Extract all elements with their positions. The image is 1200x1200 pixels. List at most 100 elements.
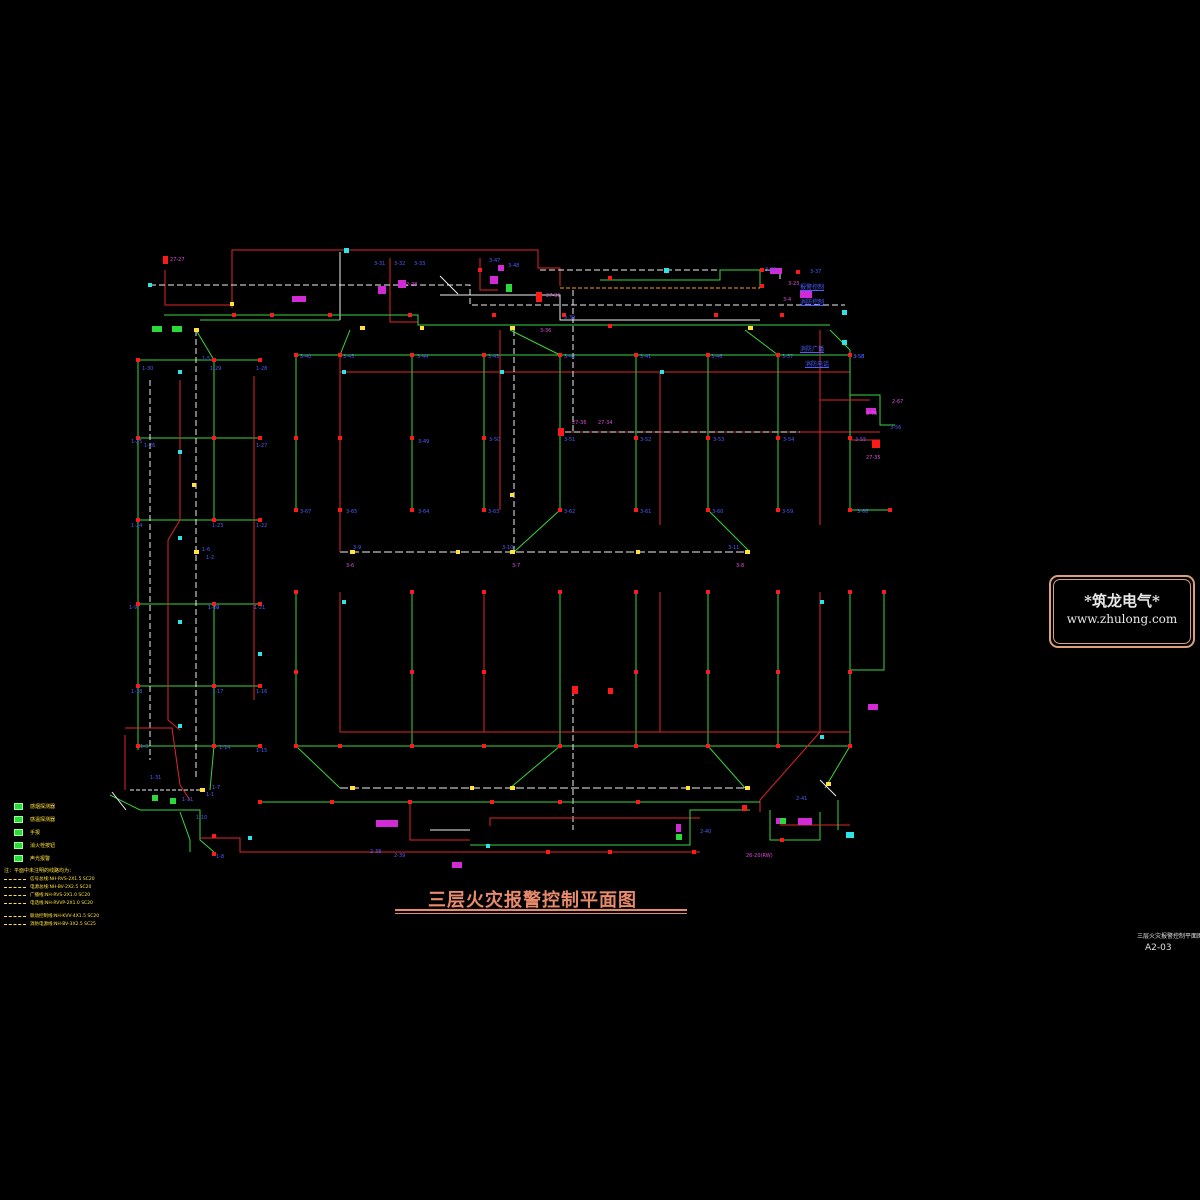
device-label: 1-3 <box>140 744 149 750</box>
device-label: 1-28 <box>256 366 268 372</box>
legend-item: 感烟探测器 <box>14 802 55 811</box>
device-label: 27-31 <box>546 293 561 299</box>
device-label: 1-2 <box>206 555 215 561</box>
green-modules <box>152 284 786 840</box>
device-label: 3-56 <box>890 425 902 431</box>
device-label: 1-20 <box>208 605 220 611</box>
device-label: 3-43 <box>488 354 500 360</box>
device-label: 3-47 <box>489 258 501 264</box>
device-label: 3-31 <box>374 261 386 267</box>
device-label: 3-66 <box>857 509 869 515</box>
title-underline <box>395 909 687 911</box>
device-label: 3-32 <box>394 261 406 267</box>
device-label: 3-9 <box>353 545 362 551</box>
title-underline-thin <box>395 913 687 914</box>
device-label: 1-16 <box>256 689 268 695</box>
sheet-title: 三层火灾报警控制平面图 <box>1137 933 1200 940</box>
yellow-devices <box>192 302 831 792</box>
device-label: 1-7 <box>212 785 221 791</box>
device-label: 1-17 <box>212 689 224 695</box>
device-label: 3-58 <box>853 354 865 360</box>
device-label: 1-25 <box>131 439 143 445</box>
device-label: 3-8 <box>736 563 745 569</box>
device-label: 3-46 <box>711 354 723 360</box>
line-type: 广播线:NH-RVS-2X1.0 SC20 <box>4 891 90 899</box>
device-label: 3-52 <box>640 437 652 443</box>
device-label: 3-78 <box>866 411 878 417</box>
device-label: 1-8 <box>216 854 225 860</box>
device-label: 3-35 <box>765 267 777 273</box>
device-label: 1-21 <box>254 605 266 611</box>
device-label: 1-31 <box>150 775 162 781</box>
device-label: 3-33 <box>414 261 426 267</box>
line-type: 联动控制线:NH-KVV-4X1.5 SC20 <box>4 912 99 920</box>
device-label: 2-67 <box>892 399 904 405</box>
device-label: 报警控制 <box>800 284 825 291</box>
device-label: 3-61 <box>640 509 652 515</box>
device-label: 3-64 <box>418 509 430 515</box>
device-label: 1-26 <box>144 443 156 449</box>
device-label: 1-1 <box>206 792 215 798</box>
manual-alarm-icon <box>14 829 23 836</box>
sound-light-alarm-icon <box>14 855 23 862</box>
device-label: 27-35 <box>866 455 881 461</box>
device-label: 3-41 <box>640 354 652 360</box>
device-label: 1-19 <box>208 605 220 611</box>
cross-marks <box>111 275 837 811</box>
drawing-title: 三层火灾报警控制平面图 <box>428 890 637 911</box>
legend-item: 手报 <box>14 828 40 837</box>
line-type: 信号总线:NH-RVS-2X1.5 SC20 <box>4 875 95 883</box>
cyan-devices <box>148 248 854 848</box>
line-type: 电源总线:NH-BV-2X2.5 SC20 <box>4 883 91 891</box>
device-label: 1-23 <box>212 523 224 529</box>
grid-nodes <box>136 268 892 856</box>
device-label: 26-20(RW) <box>746 853 773 859</box>
device-label: 1-22 <box>256 523 268 529</box>
device-label: 3-50 <box>489 437 501 443</box>
heat-detector-icon <box>14 816 23 823</box>
device-label: 1-29 <box>210 366 222 372</box>
device-label: 3-62 <box>564 509 576 515</box>
device-label: 3-54 <box>783 437 795 443</box>
device-label: 3-63 <box>488 509 500 515</box>
device-label: 3-65 <box>346 509 358 515</box>
device-label: 1-6 <box>202 547 211 553</box>
line-type: 电话线:NH-RVVP-2X1.0 SC20 <box>4 899 93 907</box>
device-label: 2-40 <box>700 829 712 835</box>
watermark-stamp <box>1049 575 1195 648</box>
smoke-detector-icon <box>14 803 23 810</box>
device-label: 3-45 <box>343 354 355 360</box>
device-label: 3-57 <box>782 354 794 360</box>
device-label: 3-67 <box>300 509 312 515</box>
device-label: 3-58 <box>853 354 865 360</box>
hydrant-button-icon <box>14 842 23 849</box>
device-label: 27-36 <box>572 420 587 426</box>
device-label: 3-4 <box>783 297 792 303</box>
device-label: 3-39 <box>564 315 576 321</box>
device-label: 3-37 <box>810 269 822 275</box>
watermark-stamp-inner <box>1053 579 1191 644</box>
device-label: 1-5 <box>202 356 211 362</box>
device-label: 1-27 <box>256 443 268 449</box>
device-label: 3-40 <box>300 354 312 360</box>
device-label: 1-15 <box>256 748 268 754</box>
device-label: 3-44 <box>417 354 429 360</box>
watermark-url: www.zhulong.com <box>1066 612 1178 626</box>
watermark-name: *筑龙电气* <box>1084 592 1160 610</box>
device-label: 3-53 <box>713 437 725 443</box>
device-label: 3-51 <box>564 437 576 443</box>
device-label: 3-7 <box>512 563 521 569</box>
device-label: 1-14 <box>219 745 231 751</box>
device-label: 消防电话 <box>805 361 830 368</box>
device-label: 1-11 <box>182 797 194 803</box>
device-label: 1-18 <box>131 689 143 695</box>
device-label: 2-39 <box>394 853 406 859</box>
legend-item: 声光报警 <box>14 854 50 863</box>
device-label: 3-60 <box>712 509 724 515</box>
device-label: 1-24 <box>131 523 143 529</box>
device-label: 消防广播 <box>800 346 825 353</box>
device-label: 3-36 <box>540 328 552 334</box>
device-label: 2-41 <box>796 796 808 802</box>
upper-room-grid <box>295 290 895 553</box>
